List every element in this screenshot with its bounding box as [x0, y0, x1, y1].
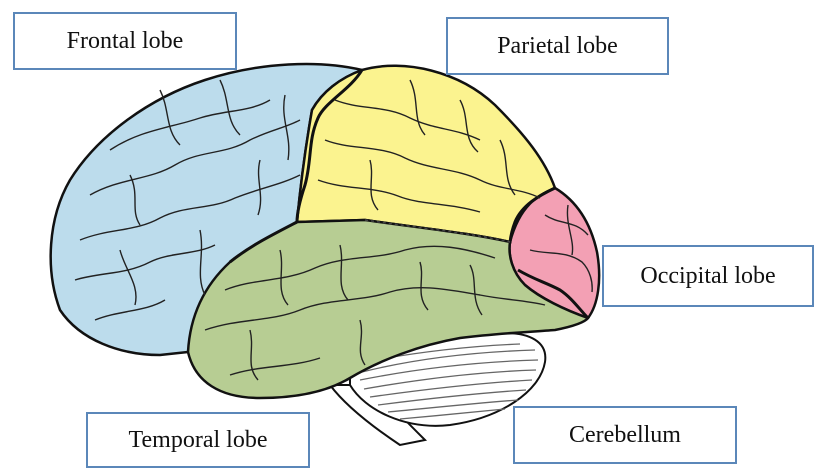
parietal-lobe-label: Parietal lobe — [446, 17, 669, 75]
parietal-lobe-shape — [297, 66, 555, 242]
frontal-lobe-label: Frontal lobe — [13, 12, 237, 70]
occipital-lobe-label: Occipital lobe — [602, 245, 814, 307]
cerebellum-label: Cerebellum — [513, 406, 737, 464]
temporal-lobe-label: Temporal lobe — [86, 412, 310, 468]
